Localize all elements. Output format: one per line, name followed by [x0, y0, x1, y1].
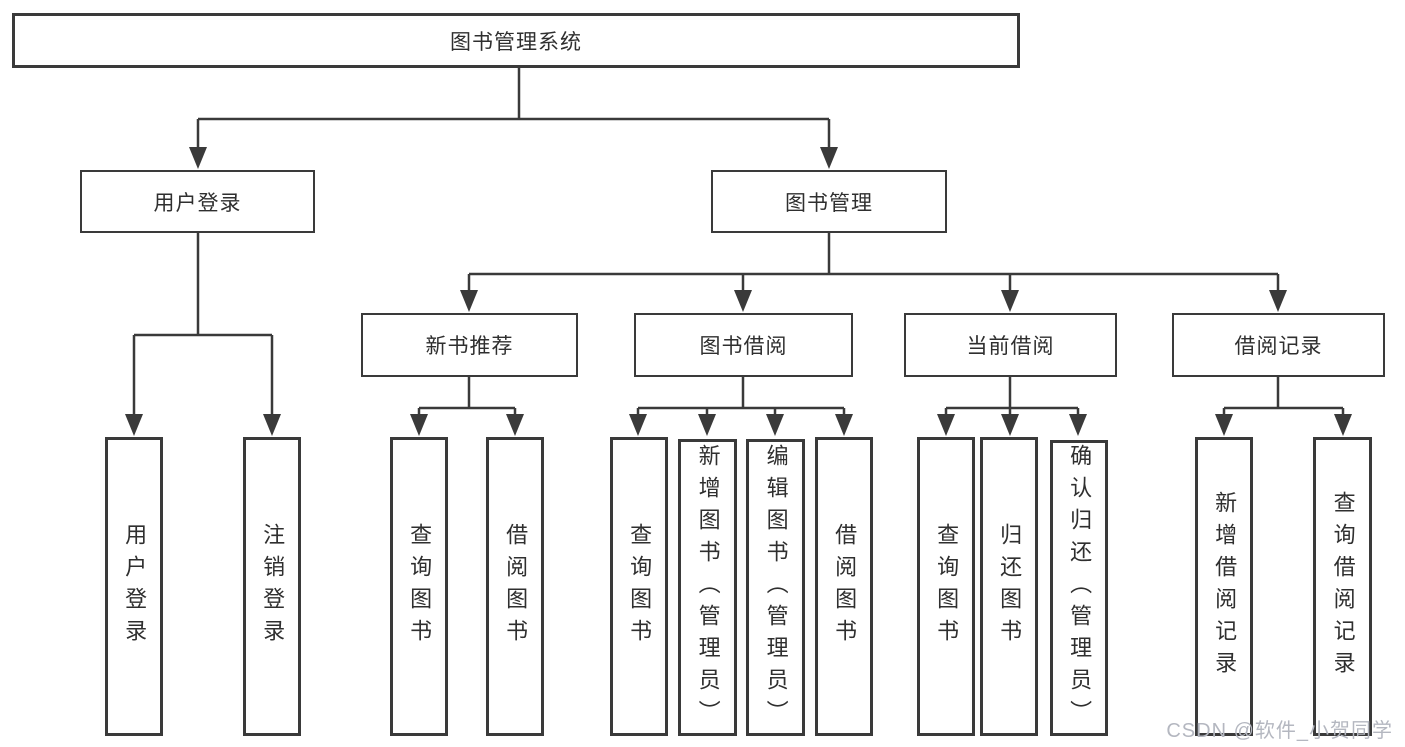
- node-current-borrow-label: 当前借阅: [966, 335, 1055, 358]
- node-cb-query-box: 查询图书: [917, 437, 975, 736]
- node-records-box: 借阅记录: [1172, 313, 1385, 377]
- node-nb-query-label: 查询图书: [407, 522, 433, 651]
- node-records-label: 借阅记录: [1234, 335, 1323, 358]
- node-cb-confirm-label: 确认归还（管理员）: [1067, 444, 1093, 732]
- node-cb-confirm-box: 确认归还（管理员）: [1050, 440, 1108, 736]
- node-bb-add-label: 新增图书（管理员）: [695, 443, 721, 732]
- node-root-box: 图书管理系统: [12, 13, 1020, 68]
- node-br-query-label: 查询借阅记录: [1330, 490, 1356, 683]
- node-bb-query-box: 查询图书: [610, 437, 668, 736]
- node-user-login-label: 用户登录: [153, 191, 242, 215]
- node-ul-logout-box: 注销登录: [243, 437, 301, 736]
- node-ul-login-box: 用户登录: [105, 437, 163, 736]
- node-book-borrow-label: 图书借阅: [699, 335, 788, 358]
- node-root-label: 图书管理系统: [450, 30, 582, 54]
- node-bb-edit-box: 编辑图书（管理员）: [746, 439, 805, 736]
- watermark: CSDN @软件_小贺同学: [1166, 720, 1393, 742]
- node-bb-borrow-box: 借阅图书: [815, 437, 873, 736]
- node-bb-add-box: 新增图书（管理员）: [678, 439, 737, 736]
- node-new-books-box: 新书推荐: [361, 313, 578, 377]
- node-cb-return-label: 归还图书: [997, 522, 1023, 651]
- node-book-mgmt-box: 图书管理: [711, 170, 947, 233]
- node-user-login-box: 用户登录: [80, 170, 315, 233]
- node-book-borrow-box: 图书借阅: [634, 313, 853, 377]
- node-bb-edit-label: 编辑图书（管理员）: [763, 443, 789, 732]
- node-ul-login-label: 用户登录: [122, 522, 148, 651]
- node-cb-query-label: 查询图书: [934, 522, 960, 651]
- node-current-borrow-box: 当前借阅: [904, 313, 1117, 377]
- node-nb-borrow-box: 借阅图书: [486, 437, 544, 736]
- node-br-add-box: 新增借阅记录: [1195, 437, 1253, 736]
- node-nb-query-box: 查询图书: [390, 437, 448, 736]
- node-book-mgmt-label: 图书管理: [785, 191, 873, 215]
- node-nb-borrow-label: 借阅图书: [503, 522, 529, 651]
- node-ul-logout-label: 注销登录: [260, 522, 286, 651]
- node-bb-borrow-label: 借阅图书: [832, 522, 858, 651]
- node-br-add-label: 新增借阅记录: [1212, 490, 1238, 683]
- node-br-query-box: 查询借阅记录: [1313, 437, 1372, 736]
- node-cb-return-box: 归还图书: [980, 437, 1038, 736]
- node-new-books-label: 新书推荐: [425, 335, 514, 358]
- node-bb-query-label: 查询图书: [627, 522, 653, 651]
